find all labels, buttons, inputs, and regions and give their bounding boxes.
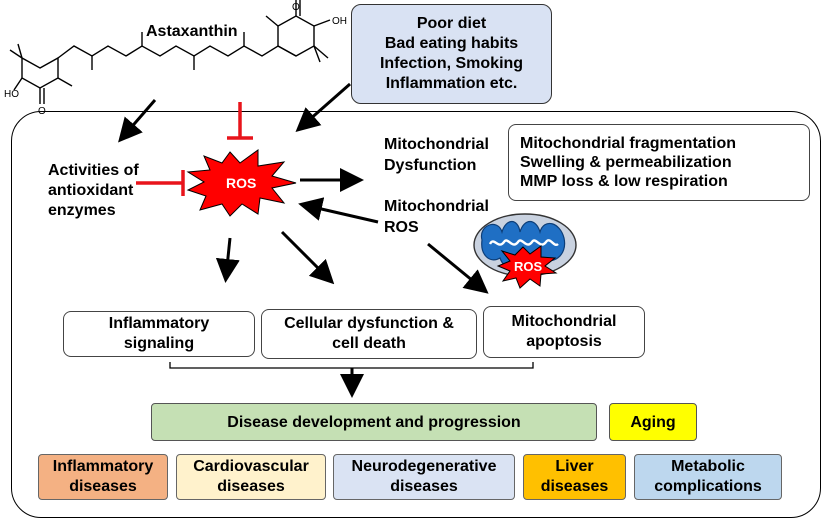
risk-factor-line: Infection, Smoking [379, 55, 524, 72]
risk-factor-line: Inflammation etc. [385, 75, 518, 92]
astaxanthin-structure [9, 0, 331, 104]
mitochondrial-dysfunction-label: Mitochondrial Dysfunction [384, 136, 489, 174]
mitochondrial-effects-box: Mitochondrial fragmentation Swelling & p… [508, 124, 810, 201]
mito-effect-line: Mitochondrial fragmentation [520, 135, 736, 152]
aging-box: Aging [609, 403, 697, 441]
disease-development-box: Disease development and progression [151, 403, 597, 441]
inflammatory-diseases-box: Inflammatory diseases [38, 454, 168, 500]
mitochondrial-ros-label: Mitochondrial ROS [384, 198, 489, 236]
neurodegenerative-diseases-box: Neurodegenerative diseases [333, 454, 515, 500]
arrow-mitoros-to-apoptosis [427, 242, 489, 294]
ros-burst-icon [186, 149, 297, 217]
mito-effect-line: Swelling & permeabilization [520, 154, 732, 171]
mitochondrion-ros-burst-icon [496, 245, 558, 289]
main-process-frame [11, 111, 821, 518]
risk-factor-line: Bad eating habits [384, 35, 519, 52]
arrow-riskfactors-to-ros [295, 82, 351, 132]
ros-label: ROS [226, 175, 256, 191]
mitochondrial-apoptosis-box: Mitochondrial apoptosis [483, 306, 645, 358]
oxo-left-label: O [38, 106, 46, 117]
hydroxyl-left-label: HO [4, 89, 19, 100]
oxo-right-label: O [292, 2, 300, 13]
arrow-ros-to-cellular [280, 230, 335, 285]
astaxanthin-label: Astaxanthin [146, 23, 238, 40]
mitochondrion-ros-label: ROS [514, 259, 543, 274]
arrow-mitoros-to-ros [298, 197, 379, 224]
risk-factor-line: Poor diet [416, 15, 487, 32]
arrow-astaxanthin-to-enzymes [118, 99, 157, 143]
cardiovascular-diseases-box: Cardiovascular diseases [176, 454, 326, 500]
arrow-ros-to-inflammatory [215, 237, 240, 283]
antioxidant-enzymes-label: Activities of antioxidant enzymes [48, 162, 139, 219]
cellular-dysfunction-box: Cellular dysfunction & cell death [261, 309, 477, 359]
metabolic-complications-box: Metabolic complications [634, 454, 782, 500]
outcome-bracket [169, 362, 534, 369]
inflammatory-signaling-box: Inflammatory signaling [63, 311, 255, 357]
mito-effect-line: MMP loss & low respiration [520, 173, 728, 190]
hydroxyl-right-label: OH [332, 16, 347, 27]
liver-diseases-box: Liver diseases [523, 454, 626, 500]
risk-factors-box: Poor diet Bad eating habits Infection, S… [351, 4, 552, 104]
mitochondrion-icon [473, 213, 577, 277]
